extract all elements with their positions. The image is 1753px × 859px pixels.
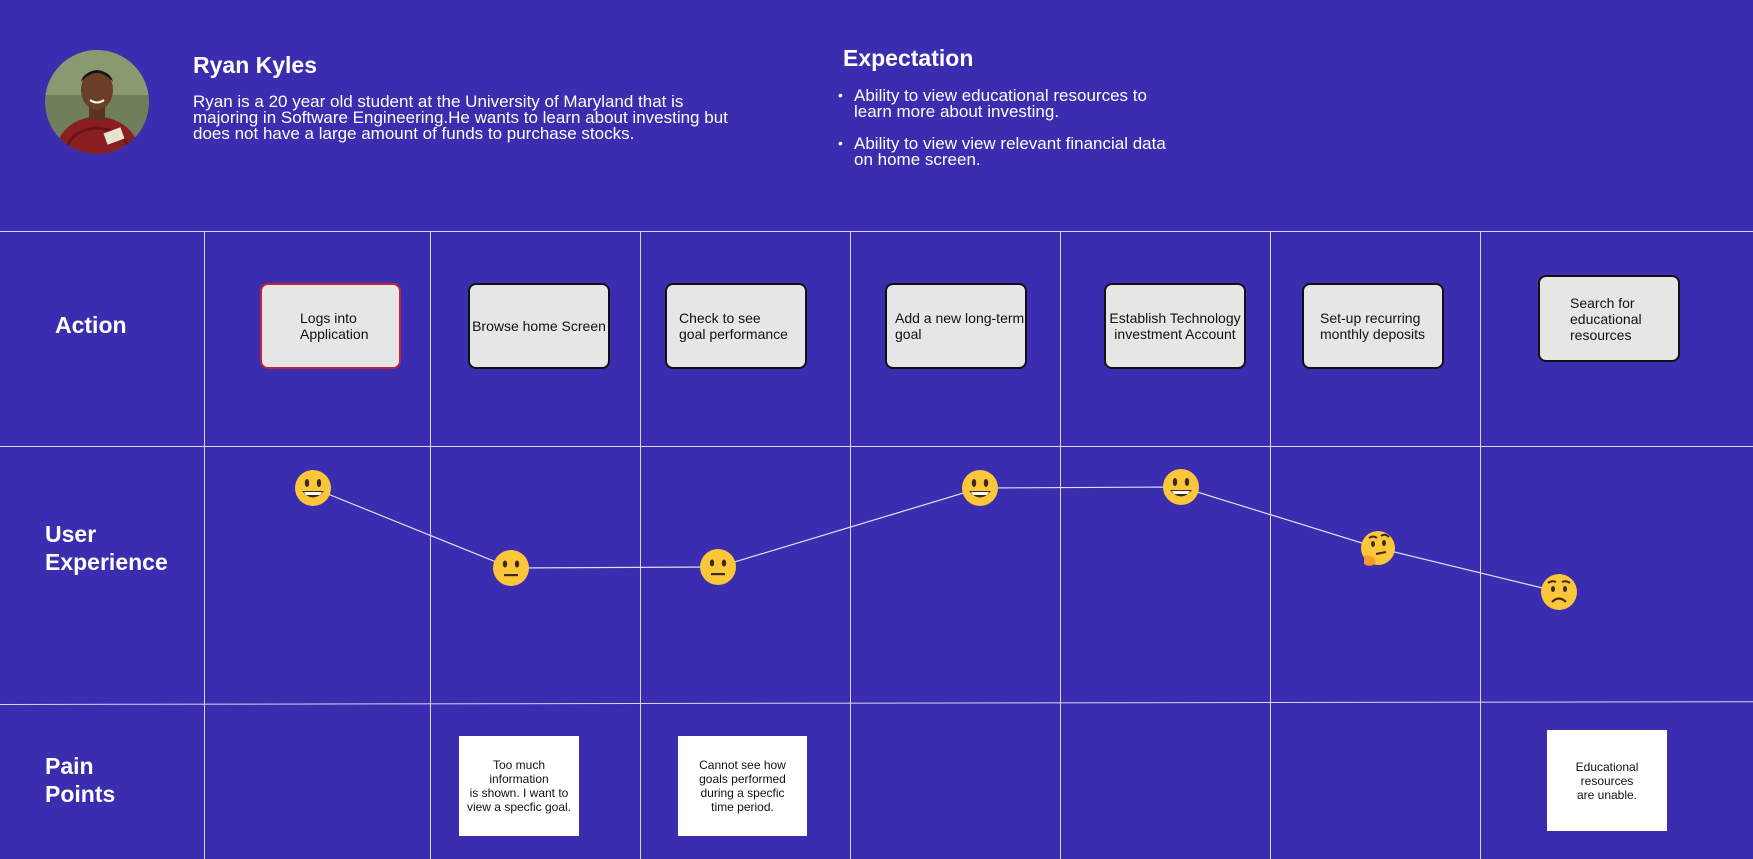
grid-line-vertical [1270,231,1271,859]
action-label: Add a new long-term goal [895,310,1025,342]
grid-line-horizontal [0,446,1753,447]
persona-description: Ryan is a 20 year old student at the Uni… [193,92,728,143]
row-label-action: Action [55,312,127,338]
expectation-list: Ability to view educational resources to… [838,87,1178,184]
expectation-item: Ability to view educational resources to… [838,87,1178,120]
thinking-emoji-icon [1361,531,1395,566]
pain-point-note: Educational resources are unable. [1547,730,1667,831]
action-label: Logs into Application [300,310,369,342]
grid-line-horizontal [0,231,1753,232]
expectation-item: Ability to view view relevant financial … [838,135,1178,168]
action-label: Set-up recurring monthly deposits [1320,310,1426,342]
action-label: Check to see goal performance [679,310,788,342]
grid-line-vertical [1060,231,1061,859]
persona-name: Ryan Kyles [193,52,318,78]
action-box-2[interactable]: Browse home Screen [468,283,610,369]
grid-line-vertical [640,231,641,859]
action-box-6[interactable]: Set-up recurring monthly deposits [1302,283,1444,369]
grid-line-vertical [1480,231,1481,859]
neutral-emoji-icon [493,550,529,586]
grid-line-vertical [204,231,205,859]
grinning-emoji-icon [1163,469,1199,505]
action-label: Establish Technology investment Account [1109,310,1241,342]
expectation-title: Expectation [843,45,974,71]
action-box-4[interactable]: Add a new long-term goal [885,283,1027,369]
action-box-1[interactable]: Logs into Application [260,283,401,369]
neutral-emoji-icon [700,549,736,585]
action-box-3[interactable]: Check to see goal performance [665,283,807,369]
row-label-user-experience: User Experience [45,521,168,575]
grid-line-vertical [430,231,431,859]
grinning-emoji-icon [962,470,998,506]
action-label: Search for educational resources [1570,294,1642,343]
action-label: Browse home Screen [472,318,606,334]
pain-point-note: Too much information is shown. I want to… [459,736,579,836]
grid-line-vertical [850,231,851,859]
action-box-5[interactable]: Establish Technology investment Account [1104,283,1246,369]
action-box-7[interactable]: Search for educational resources [1538,275,1680,362]
worried-emoji-icon [1541,574,1577,610]
row-label-pain-points: Pain Points [45,753,116,807]
pain-point-note: Cannot see how goals performed during a … [678,736,807,836]
grinning-emoji-icon [295,470,331,506]
